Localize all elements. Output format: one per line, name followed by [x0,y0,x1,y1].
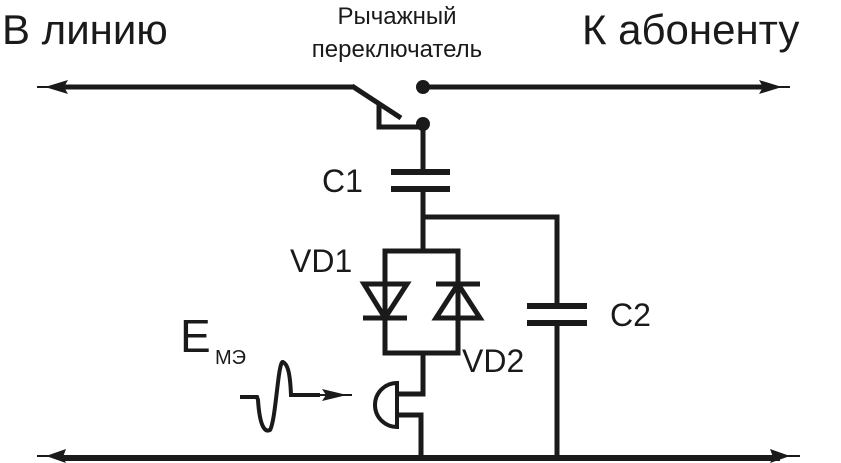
label-to-line: В линию [2,6,168,53]
label-emf-subscript: МЭ [215,347,246,369]
top-line-right [423,80,790,94]
microphone-icon [373,380,399,430]
diode-pair [359,248,485,356]
label-to-subscriber: К абоненту [582,6,799,53]
arrow-left-bottom-icon [46,449,66,463]
arrow-right-icon [759,80,782,94]
label-emf: E [180,310,211,362]
diode-vd1 [359,281,412,323]
signal-wave [240,359,352,433]
diode-vd2 [431,279,485,321]
label-c1: C1 [322,163,363,199]
label-vd2: VD2 [462,343,524,379]
microphone [373,353,426,458]
label-switch-line2: переключатель [312,36,482,63]
label-c2: C2 [610,297,651,333]
arrow-left-icon [45,80,68,94]
top-line-left [37,80,354,94]
capacitor-c1 [391,124,450,250]
hook-switch [350,80,430,131]
bottom-line [37,449,800,463]
capacitor-c2 [423,214,587,458]
label-vd1: VD1 [290,243,352,279]
label-switch-line1: Рычажный [337,3,456,30]
arrow-right-bottom-icon [770,449,790,463]
